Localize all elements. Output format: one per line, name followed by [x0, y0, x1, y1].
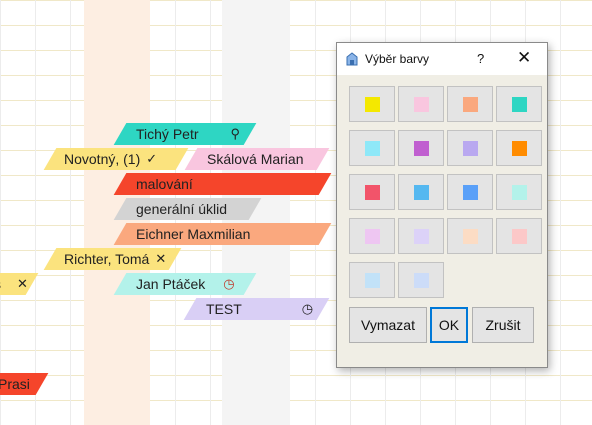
swatch-color [364, 96, 380, 112]
swatch-color [364, 184, 380, 200]
ok-button[interactable]: OK [430, 307, 468, 343]
color-swatch[interactable] [349, 218, 395, 254]
event-bar[interactable]: Skálová Marian [184, 148, 330, 170]
swatch-color [462, 140, 478, 156]
event-label: malování [136, 176, 193, 192]
color-swatch[interactable] [398, 218, 444, 254]
swatch-color [413, 272, 429, 288]
clear-button[interactable]: Vymazat [349, 307, 427, 343]
event-bar[interactable]: generální úklid [113, 198, 262, 220]
color-swatch[interactable] [398, 86, 444, 122]
clock-icon: ◷ [301, 301, 314, 316]
color-swatch[interactable] [349, 86, 395, 122]
dialog-titlebar: Výběr barvy ? ✕ [337, 43, 547, 75]
event-bar[interactable]: Jan Ptáček ◷ [113, 273, 257, 295]
swatch-color [511, 96, 527, 112]
close-icon[interactable]: ✕ [16, 276, 28, 291]
event-label: Jan Ptáček [136, 276, 206, 292]
swatch-color [364, 228, 380, 244]
color-swatch[interactable] [447, 174, 493, 210]
color-swatch[interactable] [496, 130, 542, 166]
swatch-color [413, 228, 429, 244]
event-bar[interactable]: Tichý Petr ⚲ [113, 123, 257, 145]
app-icon [346, 52, 358, 66]
help-button[interactable]: ? [477, 51, 485, 66]
event-label: TEST [206, 301, 242, 317]
event-bar[interactable]: Eichner Maxmilian [113, 223, 332, 245]
color-swatch[interactable] [496, 174, 542, 210]
event-bar[interactable]: TEST ◷ [183, 298, 330, 320]
color-swatch[interactable] [447, 130, 493, 166]
swatch-color [462, 96, 478, 112]
event-label: Richter, Tomá [64, 251, 150, 267]
close-button[interactable]: ✕ [517, 48, 532, 67]
color-swatch[interactable] [398, 174, 444, 210]
color-swatch[interactable] [398, 130, 444, 166]
event-bar[interactable]: Richter, Tomá ✕ [43, 248, 182, 270]
color-swatch[interactable] [349, 130, 395, 166]
event-label: Skálová Marian [207, 151, 304, 167]
cancel-button[interactable]: Zrušit [472, 307, 534, 343]
swatch-color [511, 184, 527, 200]
swatch-color [413, 184, 429, 200]
event-label: Novotný, (1) [64, 151, 141, 167]
swatch-color [413, 140, 429, 156]
person-check-icon: ⚲ [230, 126, 241, 141]
swatch-color [462, 184, 478, 200]
event-label: Tichý Petr [136, 126, 199, 142]
swatch-color [511, 140, 527, 156]
color-swatch[interactable] [349, 174, 395, 210]
swatch-color [462, 228, 478, 244]
dialog-title: Výběr barvy [365, 52, 430, 66]
event-bar[interactable]: Novotný, (1) ✓ [43, 148, 189, 170]
color-swatch[interactable] [349, 262, 395, 298]
color-swatch[interactable] [447, 218, 493, 254]
color-swatch[interactable] [398, 262, 444, 298]
color-swatch[interactable] [496, 218, 542, 254]
check-icon: ✓ [146, 151, 158, 166]
color-swatch[interactable] [447, 86, 493, 122]
swatch-color [364, 140, 380, 156]
close-icon[interactable]: ✕ [155, 251, 167, 266]
swatch-color [413, 96, 429, 112]
event-label: Eichner Maxmilian [136, 226, 251, 242]
event-label: s [0, 276, 1, 292]
event-bar[interactable]: malování [113, 173, 332, 195]
color-picker-dialog: Výběr barvy ? ✕ Vymazat OK Zrušit [336, 42, 548, 368]
event-label: generální úklid [136, 201, 228, 217]
swatch-color [364, 272, 380, 288]
swatch-color [511, 228, 527, 244]
color-swatch[interactable] [496, 86, 542, 122]
clock-icon: ◷ [223, 276, 235, 291]
event-label: Prasi [0, 376, 30, 392]
